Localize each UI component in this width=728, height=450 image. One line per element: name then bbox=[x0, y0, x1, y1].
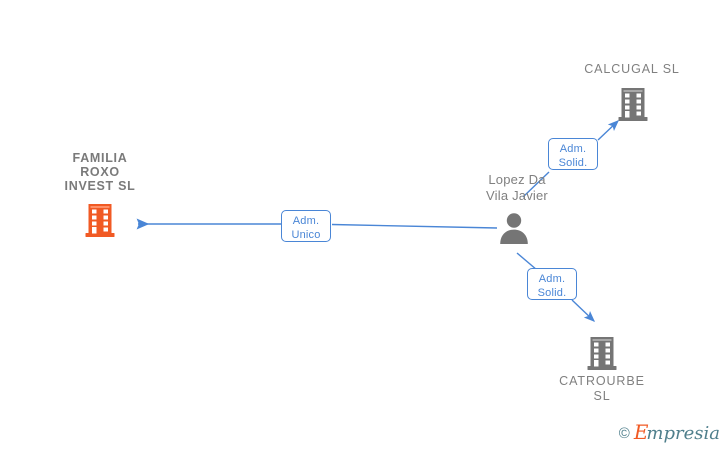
relation-badge-adm-solid-calcugal[interactable]: Adm. Solid. bbox=[548, 138, 598, 170]
node-label-lopez-da-vila-javier: Lopez Da Vila Javier bbox=[486, 172, 548, 203]
building-icon[interactable] bbox=[585, 335, 619, 371]
brand-name: Empresia bbox=[633, 420, 720, 444]
node-label-familia-roxo-invest: FAMILIA ROXO INVEST SL bbox=[64, 151, 136, 193]
building-icon[interactable] bbox=[83, 202, 117, 238]
relation-badge-adm-solid-catrourbe[interactable]: Adm. Solid. bbox=[527, 268, 577, 300]
building-icon[interactable] bbox=[616, 86, 650, 122]
empresia-watermark: © Empresia bbox=[619, 422, 720, 444]
copyright-icon: © bbox=[618, 424, 630, 442]
person-icon[interactable] bbox=[497, 211, 531, 245]
relation-badge-adm-unico[interactable]: Adm. Unico bbox=[281, 210, 331, 242]
node-label-catrourbe: CATROURBE SL bbox=[559, 374, 645, 403]
node-label-calcugal: CALCUGAL SL bbox=[584, 62, 680, 76]
